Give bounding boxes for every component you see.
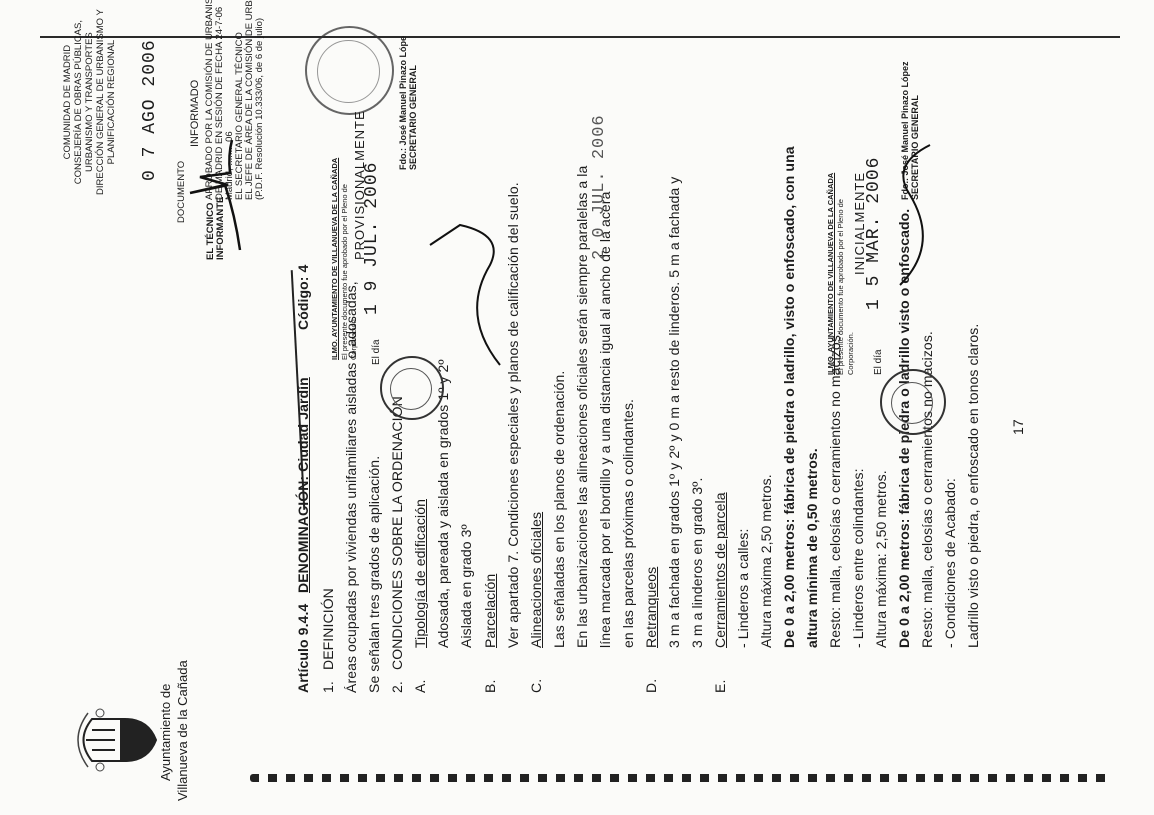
prov-stamp-date: 1 9 JUL. 2006 (362, 161, 382, 315)
init-stamp-text1: El presente documento fue aprobado por e… (836, 199, 845, 375)
b-title: Parcelación (482, 573, 498, 648)
municipality-name-line2: Villanueva de la Cañada (175, 660, 190, 801)
cm-stamp-line: PLANIFICACIÓN REGIONAL (106, 39, 117, 165)
prov-stamp-date2: 2 0 JUL. 2006 (590, 114, 609, 260)
a-title: Tipología de edificación (412, 499, 428, 648)
prov-stamp-el-dia: El día (371, 339, 382, 365)
coat-of-arms-icon (77, 708, 158, 772)
c-line2: En las urbanizaciones las alineaciones o… (574, 165, 590, 648)
c-line4: en las parcelas próximas o colindantes. (620, 398, 636, 648)
c-line1: Las señaladas en los planos de ordenació… (551, 370, 567, 648)
e-title: Cerramientos de parcela (712, 492, 728, 648)
d-line2: 3 m a linderos en grado 3º. (689, 477, 705, 648)
top-border-line (40, 36, 1120, 38)
e-line1: - Linderos a calles: (735, 528, 751, 648)
e-line4: altura mínima de 0,50 metros. (804, 448, 820, 648)
page-number: 17 (1010, 419, 1026, 435)
prov-stamp-text2: Corporación. (349, 317, 358, 360)
cm-stamp-line: URBANISMO Y TRANSPORTES (84, 32, 95, 172)
cm-stamp-date: 0 7 AGO 2006 (140, 39, 160, 181)
e-line6: - Linderos entre colindantes: (850, 468, 866, 648)
s2-title: CONDICIONES SOBRE LA ORDENACIÓN (389, 396, 405, 670)
s2-number: 2. (389, 681, 405, 693)
article-number: Artículo 9.4.4 (295, 603, 311, 693)
d-line1: 3 m a fachada en grados 1º y 2º y 0 m a … (666, 176, 682, 648)
cm-stamp-line: COMUNIDAD DE MADRID (62, 44, 73, 160)
a-line2: Aislada en grado 3º (458, 524, 474, 648)
init-stamp-header: ILMO. AYUNTAMIENTO DE VILLANUEVA DE LA C… (826, 172, 835, 375)
e-line7: Altura máxima: 2,50 metros. (873, 470, 889, 648)
s1-number: 1. (320, 681, 336, 693)
prov-stamp-text1: El presente documento fue aprobado por e… (340, 184, 349, 360)
init-stamp-el-dia: El día (873, 349, 884, 375)
a-letter: A. (412, 679, 428, 693)
b-letter: B. (482, 679, 498, 693)
e-line10: - Condiciones de Acabado: (942, 478, 958, 648)
prov-signature (429, 223, 501, 366)
municipality-name-line1: Ayuntamiento de (158, 683, 173, 781)
d-letter: D. (643, 678, 659, 693)
s1-text2: Se señalan tres grados de aplicación. (366, 455, 382, 693)
tecnico-signature (189, 139, 242, 251)
e-line3: De 0 a 2,00 metros: fábrica de piedra o … (781, 146, 797, 648)
approval-line: (P.D.F. Resolución 10.333/06, de 6 de ju… (254, 17, 265, 200)
e-line11: Ladrillo visto o piedra, o enfoscado en … (965, 323, 981, 648)
c-letter: C. (528, 678, 544, 693)
article-codigo: Código: 4 (295, 264, 311, 330)
municipality-block (70, 705, 165, 775)
cm-stamp-line: CONSEJERÍA DE OBRAS PÚBLICAS, (73, 20, 84, 185)
init-signature (899, 144, 931, 286)
d-title: Retranqueos (643, 566, 659, 648)
comision-seal-inner (317, 40, 380, 103)
council-seal-initial-inner (891, 382, 933, 424)
cm-stamp-line: DIRECCIÓN GENERAL DE URBANISMO Y (95, 9, 106, 195)
s1-title: DEFINICIÓN (320, 588, 336, 670)
c-title: Alineaciones oficiales (528, 511, 544, 648)
prov-stamp-header: ILMO. AYUNTAMIENTO DE VILLANUEVA DE LA C… (330, 157, 339, 360)
binder-dashes (250, 774, 1110, 782)
e-letter: E. (712, 679, 728, 693)
init-stamp-text2: Corporación. (846, 332, 855, 375)
e-line5: Resto: malla, celosías o cerramientos no… (827, 331, 843, 648)
approval-stamp: APROBADO POR LA COMISIÓN DE URBANIS DE M… (204, 0, 265, 200)
c-line3: línea marcada por el bordillo y a una di… (597, 191, 613, 648)
prov-stamp-signer1: Fdo.: José Manuel Pinazo Lópe (398, 35, 408, 170)
e-line2: Altura máxima 2,50 metros. (758, 474, 774, 648)
cm-stamp-header: COMUNIDAD DE MADRID CONSEJERÍA DE OBRAS … (62, 9, 117, 195)
prov-stamp-signer2: SECRETARIO GENERAL (408, 65, 418, 170)
